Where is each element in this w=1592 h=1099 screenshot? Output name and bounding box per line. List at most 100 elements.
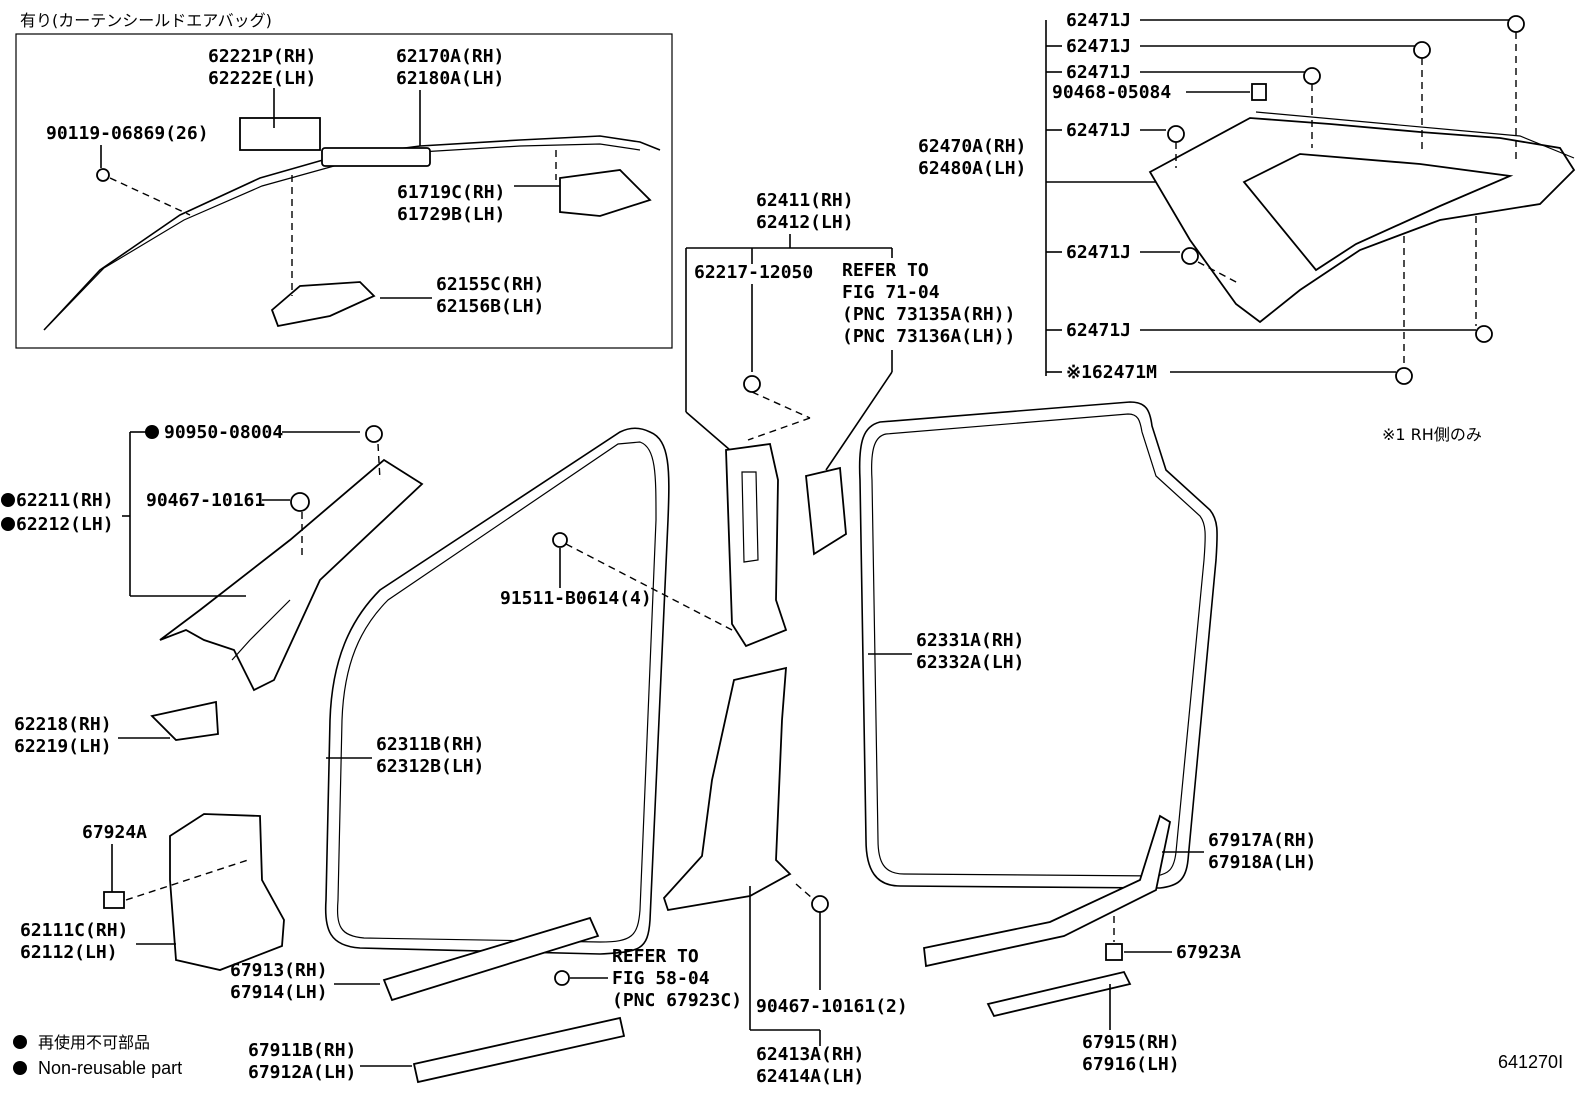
rear-door-sill-plate xyxy=(986,970,1132,1018)
label-62471j-5: 62471J xyxy=(1066,242,1131,263)
label-67923a: 67923A xyxy=(1176,942,1241,963)
b-pillar-upper-garnish xyxy=(725,442,788,648)
clip-icon xyxy=(1303,67,1321,85)
non-reusable-bullet-icon xyxy=(145,425,159,439)
airbag-bracket-front xyxy=(239,117,321,151)
label-62221p: 62221P(RH) xyxy=(208,46,316,67)
label-67916: 67916(LH) xyxy=(1082,1054,1180,1075)
retainer-icon xyxy=(1105,943,1123,961)
rear-scuff-plate xyxy=(923,814,1172,968)
cowl-side-trim xyxy=(169,813,285,971)
refer-fig58-line1: REFER TO xyxy=(612,946,699,967)
screw-icon xyxy=(552,532,568,548)
label-62331a: 62331A(RH) xyxy=(916,630,1024,651)
label-67924a: 67924A xyxy=(82,822,147,843)
label-62211: 62211(RH) xyxy=(16,490,114,511)
seatbelt-adjuster-cover xyxy=(805,466,847,556)
clip-icon xyxy=(1181,247,1199,265)
label-62212: 62212(LH) xyxy=(16,514,114,535)
label-62413a: 62413A(RH) xyxy=(756,1044,864,1065)
label-61729b: 61729B(LH) xyxy=(397,204,505,225)
label-90119: 90119-06869(26) xyxy=(46,123,209,144)
clip-icon xyxy=(1507,15,1525,33)
refer-fig71-line1: REFER TO xyxy=(842,260,929,281)
label-62480a: 62480A(LH) xyxy=(918,158,1026,179)
label-62156b: 62156B(LH) xyxy=(436,296,544,317)
clip-icon xyxy=(365,425,383,443)
label-62471j-3: 62471J xyxy=(1066,62,1131,83)
label-90467-2: 90467-10161(2) xyxy=(756,996,908,1017)
label-67915: 67915(RH) xyxy=(1082,1032,1180,1053)
label-90468: 90468-05084 xyxy=(1052,82,1171,103)
inset-title: 有り(カーテンシールドエアバッグ) xyxy=(20,11,272,30)
refer-fig58-line2: FIG 58-04 xyxy=(612,968,710,989)
legend-bullet-icon xyxy=(13,1035,27,1049)
refer-fig58-line3: (PNC 67923C) xyxy=(612,990,742,1011)
retainer-icon xyxy=(1251,83,1267,101)
airbag-lower-bracket xyxy=(270,281,376,328)
label-62332a: 62332A(LH) xyxy=(916,652,1024,673)
clip-icon xyxy=(1475,325,1493,343)
label-62471j-2: 62471J xyxy=(1066,36,1131,57)
b-pillar-lower-garnish xyxy=(662,666,792,912)
label-67911b: 67911B(RH) xyxy=(248,1040,356,1061)
non-reusable-bullet-icon xyxy=(1,517,15,531)
refer-fig71-line3: (PNC 73135A(RH)) xyxy=(842,304,1015,325)
clip-icon xyxy=(811,895,829,913)
label-62471j-4: 62471J xyxy=(1066,120,1131,141)
clip-icon xyxy=(743,375,761,393)
label-62471j-6: 62471J xyxy=(1066,320,1131,341)
inset-frame xyxy=(15,33,673,349)
label-62218: 62218(RH) xyxy=(14,714,112,735)
a-pillar-cover xyxy=(150,700,219,741)
label-62180a: 62180A(LH) xyxy=(396,68,504,89)
label-62312b: 62312B(LH) xyxy=(376,756,484,777)
refer-fig71-line4: (PNC 73136A(LH)) xyxy=(842,326,1015,347)
label-62217: 62217-12050 xyxy=(694,262,813,283)
bolt-icon xyxy=(96,168,110,182)
label-62112: 62112(LH) xyxy=(20,942,118,963)
clip-icon xyxy=(554,970,570,986)
a-pillar-garnish xyxy=(159,458,424,692)
label-61719c: 61719C(RH) xyxy=(397,182,505,203)
label-67918a: 67918A(LH) xyxy=(1208,852,1316,873)
front-scuff-plate xyxy=(382,916,600,1002)
clip-icon xyxy=(1167,125,1185,143)
label-62170a: 62170A(RH) xyxy=(396,46,504,67)
clip-icon xyxy=(1413,41,1431,59)
inflator xyxy=(321,147,431,167)
figure-id: 641270I xyxy=(1498,1052,1563,1072)
label-62471m: ※162471M xyxy=(1066,362,1157,383)
rear-door-weatherstrip xyxy=(858,401,1218,889)
airbag-bracket-rear xyxy=(559,169,652,217)
label-62414a: 62414A(LH) xyxy=(756,1066,864,1087)
label-67914: 67914(LH) xyxy=(230,982,328,1003)
legend-jp: 再使用不可部品 xyxy=(38,1033,150,1052)
label-67917a: 67917A(RH) xyxy=(1208,830,1316,851)
label-62471j-1: 62471J xyxy=(1066,10,1131,31)
clip-icon xyxy=(1395,367,1413,385)
legend-bullet-icon xyxy=(13,1061,27,1075)
clip-icon xyxy=(290,492,310,512)
refer-fig71-line2: FIG 71-04 xyxy=(842,282,940,303)
label-62111c: 62111C(RH) xyxy=(20,920,128,941)
label-62412: 62412(LH) xyxy=(756,212,854,233)
front-door-weatherstrip xyxy=(324,427,670,955)
label-67913: 67913(RH) xyxy=(230,960,328,981)
label-62311b: 62311B(RH) xyxy=(376,734,484,755)
label-62411: 62411(RH) xyxy=(756,190,854,211)
label-91511: 91511-B0614(4) xyxy=(500,588,652,609)
label-62155c: 62155C(RH) xyxy=(436,274,544,295)
label-62219: 62219(LH) xyxy=(14,736,112,757)
front-door-sill-plate xyxy=(412,1016,626,1084)
legend-en: Non-reusable part xyxy=(38,1058,182,1078)
label-62470a: 62470A(RH) xyxy=(918,136,1026,157)
label-90950: 90950-08004 xyxy=(164,422,283,443)
label-62222e: 62222E(LH) xyxy=(208,68,316,89)
non-reusable-bullet-icon xyxy=(1,493,15,507)
label-90467: 90467-10161 xyxy=(146,490,265,511)
retainer-icon xyxy=(103,891,125,909)
rh-only-note: ※1 RH側のみ xyxy=(1382,425,1482,444)
